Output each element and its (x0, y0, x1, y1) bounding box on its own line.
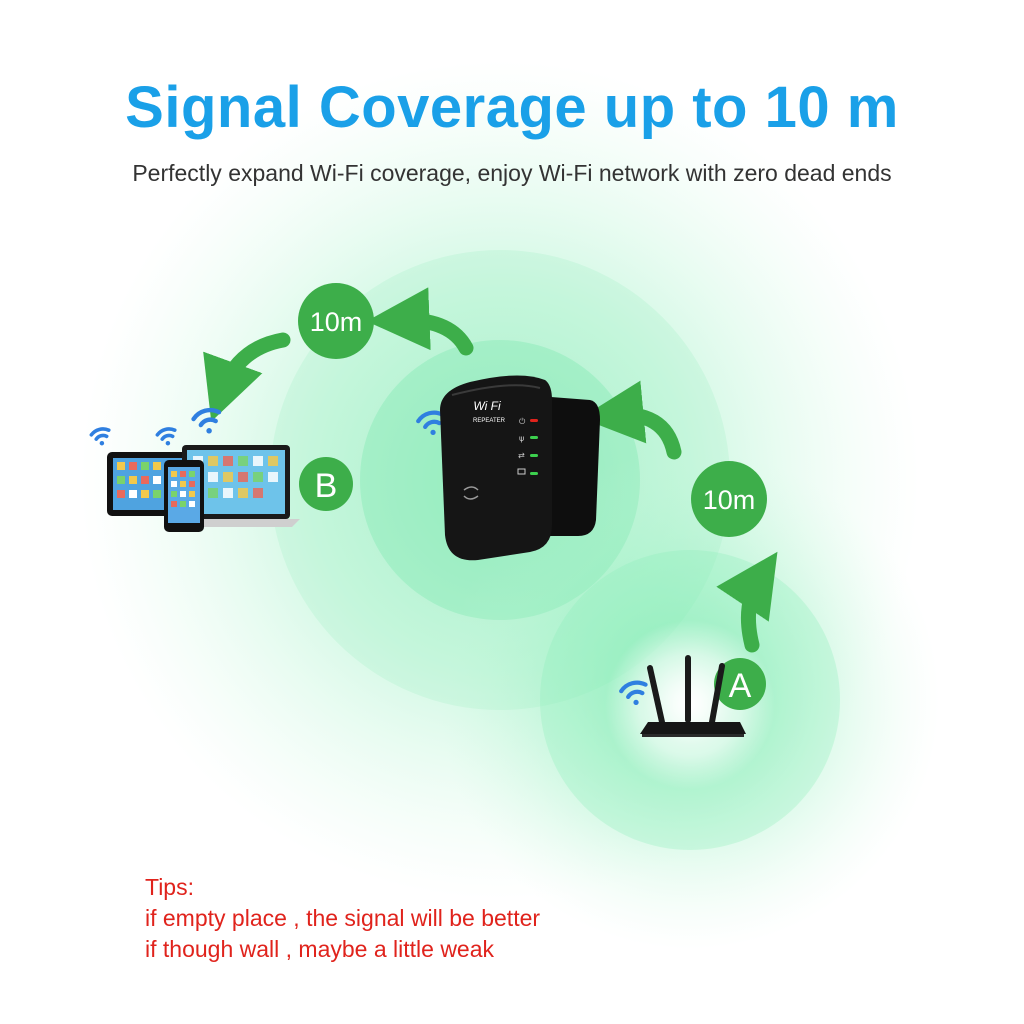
tips-line-wall: if though wall , maybe a little weak (145, 936, 495, 962)
badge-point-b: B (299, 457, 353, 511)
link-icon: ⇄ (518, 451, 525, 460)
wifi-icon (191, 407, 222, 434)
wps-icon (463, 486, 479, 500)
badge-distance-top: 10m (298, 283, 374, 359)
arrow-to-repeater (580, 380, 682, 460)
badge-distance-top-label: 10m (310, 307, 363, 337)
page-subtitle: Perfectly expand Wi-Fi coverage, enjoy W… (132, 160, 892, 186)
router-antenna (647, 665, 665, 725)
page-title: Signal Coverage up to 10 m (125, 75, 899, 140)
signal-arrows (203, 287, 778, 653)
repeater-brand-text: Wi Fi (473, 399, 501, 413)
router-device (640, 655, 746, 737)
arrow-repeater-up (366, 287, 474, 356)
router-body (640, 722, 746, 734)
badge-point-a-label: A (729, 667, 752, 705)
power-icon: ⏻ (519, 417, 526, 426)
badge-point-b-label: B (315, 467, 338, 505)
badge-point-a: A (714, 658, 766, 710)
wifi-icon (89, 427, 111, 446)
arrow-to-devices (203, 332, 291, 422)
antenna-icon: ψ (519, 434, 524, 443)
tips-line-empty-place: if empty place , the signal will be bett… (145, 905, 541, 931)
wifi-icon (155, 427, 177, 446)
repeater-model-text: REPEATER (473, 418, 506, 424)
devices-illustration (107, 445, 300, 532)
tips-box: Tips: if empty place , the signal will b… (145, 872, 540, 965)
repeater-body (440, 375, 552, 561)
repeater-status-leds: ⏻ ψ ⇄ (517, 417, 538, 475)
tips-title: Tips: (145, 874, 194, 900)
lan-icon (517, 468, 526, 475)
wifi-icon (619, 680, 648, 706)
router-antenna (709, 663, 725, 725)
badge-distance-right-label: 10m (703, 485, 756, 515)
badge-distance-right: 10m (691, 461, 767, 537)
repeater-device: Wi Fi REPEATER ⏻ ψ ⇄ (440, 375, 600, 561)
arrow-router-up (716, 551, 778, 653)
phone-icon (164, 460, 204, 532)
